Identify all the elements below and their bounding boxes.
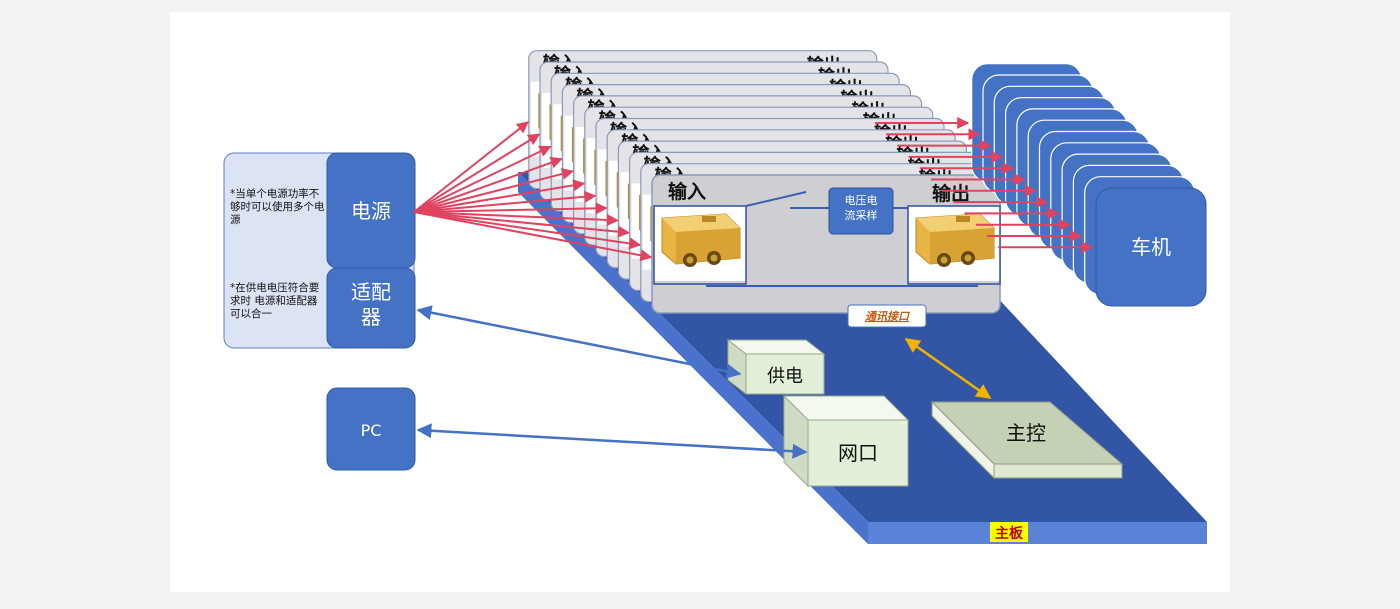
pc-label: PC — [361, 421, 382, 440]
power-supply-chip: 供电 — [726, 338, 826, 396]
comm-interface-box — [847, 304, 927, 328]
power-arrow — [413, 211, 619, 226]
network-chip: 网口 — [782, 394, 910, 488]
network-label: 网口 — [838, 441, 878, 465]
output-connector-icon — [907, 205, 1001, 285]
adapter-label-box: 适配器 — [351, 280, 391, 329]
power-arrow — [413, 156, 563, 213]
board-label-bg — [990, 522, 1028, 542]
output-label: 输出 — [932, 182, 970, 205]
adapter-label: 适配器 — [351, 280, 391, 329]
left-panel: *当单个电源功率不够时可以使用多个电源 *在供电电压符合要求时 电源和适配器可以… — [223, 152, 416, 471]
sampling-box — [828, 187, 894, 235]
power-arrow — [413, 211, 630, 238]
module-card-front: 输入 输出 电压电流采样 通讯接口 — [651, 174, 1001, 328]
vehicle-label: 车机 — [1131, 235, 1171, 259]
sampling-label-box: 电压电流采样 — [844, 194, 878, 222]
pc-network-arrow — [416, 423, 808, 459]
power-arrow — [413, 179, 586, 213]
power-note-box: *当单个电源功率不够时可以使用多个电源 — [230, 188, 325, 226]
pc-box[interactable] — [326, 387, 416, 471]
power-arrow — [413, 190, 597, 213]
power-label: 电源 — [351, 199, 391, 223]
controller-label: 主控 — [1006, 421, 1046, 445]
power-arrow — [413, 202, 608, 215]
output-arrows — [875, 117, 1094, 254]
power-arrow — [413, 168, 574, 213]
board-label: 主板 — [995, 525, 1024, 542]
power-arrows — [413, 121, 653, 262]
vehicle-front: 车机 — [1095, 187, 1207, 307]
comm-interface-label: 通讯接口 — [865, 310, 910, 323]
input-label: 输入 — [668, 180, 706, 203]
power-arrow — [413, 133, 541, 213]
power-arrow — [413, 211, 642, 250]
adapter-supply-arrow — [416, 305, 742, 379]
comm-controller-arrow — [904, 337, 992, 400]
vehicle-box[interactable] — [1095, 187, 1207, 307]
network-box[interactable] — [807, 419, 909, 487]
input-connector-icon — [653, 205, 747, 285]
adapter-note-box: *在供电电压符合要求时 电源和适配器可以合一 — [230, 282, 320, 320]
sampling-label: 电压电流采样 — [844, 194, 878, 222]
board-front-face — [868, 522, 1207, 544]
trace-line — [745, 191, 807, 207]
power-supply-box[interactable] — [745, 353, 825, 395]
power-arrow — [413, 145, 552, 213]
adapter-box[interactable] — [326, 267, 416, 349]
controller-chip: 主控 — [930, 400, 1124, 480]
power-arrow — [413, 121, 529, 213]
adapter-note: *在供电电压符合要求时 电源和适配器可以合一 — [230, 282, 320, 320]
power-supply-label: 供电 — [767, 366, 803, 387]
power-arrow — [413, 211, 653, 262]
power-note: *当单个电源功率不够时可以使用多个电源 — [230, 188, 325, 226]
